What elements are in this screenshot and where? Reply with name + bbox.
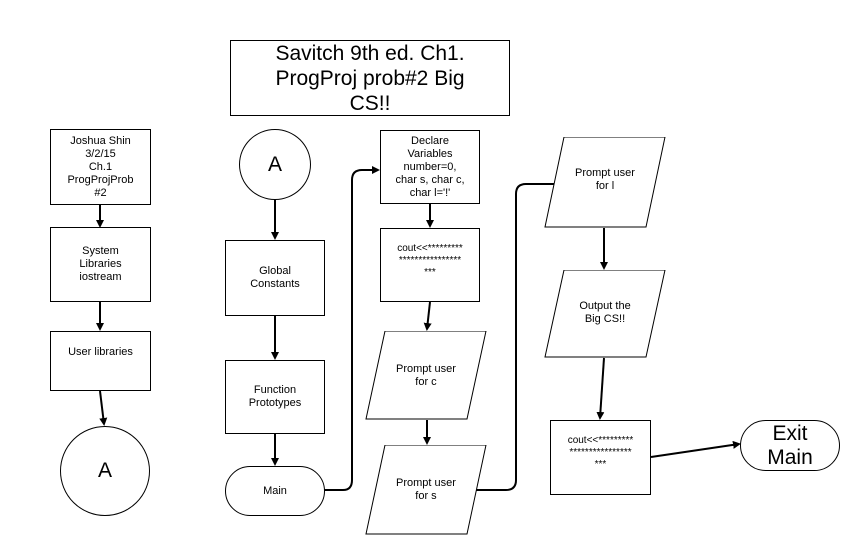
cout-banner-text-1: cout<<********* **************** *** — [397, 243, 463, 278]
global-constants-box: Global Constants — [225, 240, 325, 316]
offpage-connector-a-in: A — [239, 129, 311, 200]
author-info-box: Joshua Shin 3/2/15 Ch.1 ProgProjProb #2 — [50, 129, 151, 205]
arrow-cout1-to-prompt-c — [423, 301, 432, 331]
system-libraries-box: System Libraries iostream — [50, 227, 151, 302]
main-terminal: Main — [225, 466, 325, 516]
arrow-cout2-to-exit — [650, 440, 741, 458]
declare-variables-text: Declare Variables number=0, char s, char… — [395, 134, 465, 199]
connector-a-out-label: A — [97, 459, 112, 482]
output-big-cs: Output the Big CS!! — [544, 270, 666, 358]
diagram-title-text: Savitch 9th ed. Ch1. ProgProj prob#2 Big… — [275, 41, 465, 115]
output-big-cs-shape — [544, 270, 666, 358]
prompt-c-text: Prompt user for c — [396, 362, 456, 388]
prompt-c-shape — [365, 331, 487, 420]
diagram-title: Savitch 9th ed. Ch1. ProgProj prob#2 Big… — [230, 40, 510, 116]
arrow-user-libs-to-connector — [99, 390, 108, 426]
main-terminal-text: Main — [263, 484, 287, 497]
prompt-s-input: Prompt user for s — [365, 445, 487, 535]
offpage-connector-a-out: A — [60, 426, 150, 516]
function-prototypes-box: Function Prototypes — [225, 360, 325, 434]
user-libraries-text: User libraries — [68, 346, 133, 358]
cout-banner-box-1: cout<<********* **************** *** — [380, 228, 480, 302]
arrow-prompt-s-to-prompt-l — [476, 180, 563, 491]
arrow-main-to-declare — [324, 166, 380, 491]
declare-variables-box: Declare Variables number=0, char s, char… — [380, 130, 480, 204]
prompt-s-text: Prompt user for s — [396, 477, 456, 502]
prompt-l-text: Prompt user for l — [575, 167, 635, 192]
cout-banner-text-2: cout<<********* **************** *** — [567, 435, 634, 470]
cout-banner-box-2: cout<<********* **************** *** — [550, 420, 651, 495]
author-info-text: Joshua Shin 3/2/15 Ch.1 ProgProjProb #2 — [67, 134, 134, 199]
prompt-l-shape — [544, 137, 666, 228]
system-libraries-text: System Libraries iostream — [79, 245, 122, 283]
connector-a-in-label: A — [267, 152, 282, 176]
function-prototypes-text: Function Prototypes — [248, 384, 302, 409]
user-libraries-box: User libraries — [50, 331, 151, 391]
prompt-s-shape — [365, 445, 487, 535]
output-big-cs-text: Output the Big CS!! — [579, 300, 631, 325]
prompt-l-input: Prompt user for l — [544, 137, 666, 228]
global-constants-text: Global Constants — [250, 265, 300, 290]
exit-main-terminal: Exit Main — [740, 420, 840, 471]
arrow-output-to-cout2 — [596, 357, 605, 420]
exit-main-text: Exit Main — [767, 421, 813, 469]
prompt-c-input: Prompt user for c — [365, 331, 487, 420]
